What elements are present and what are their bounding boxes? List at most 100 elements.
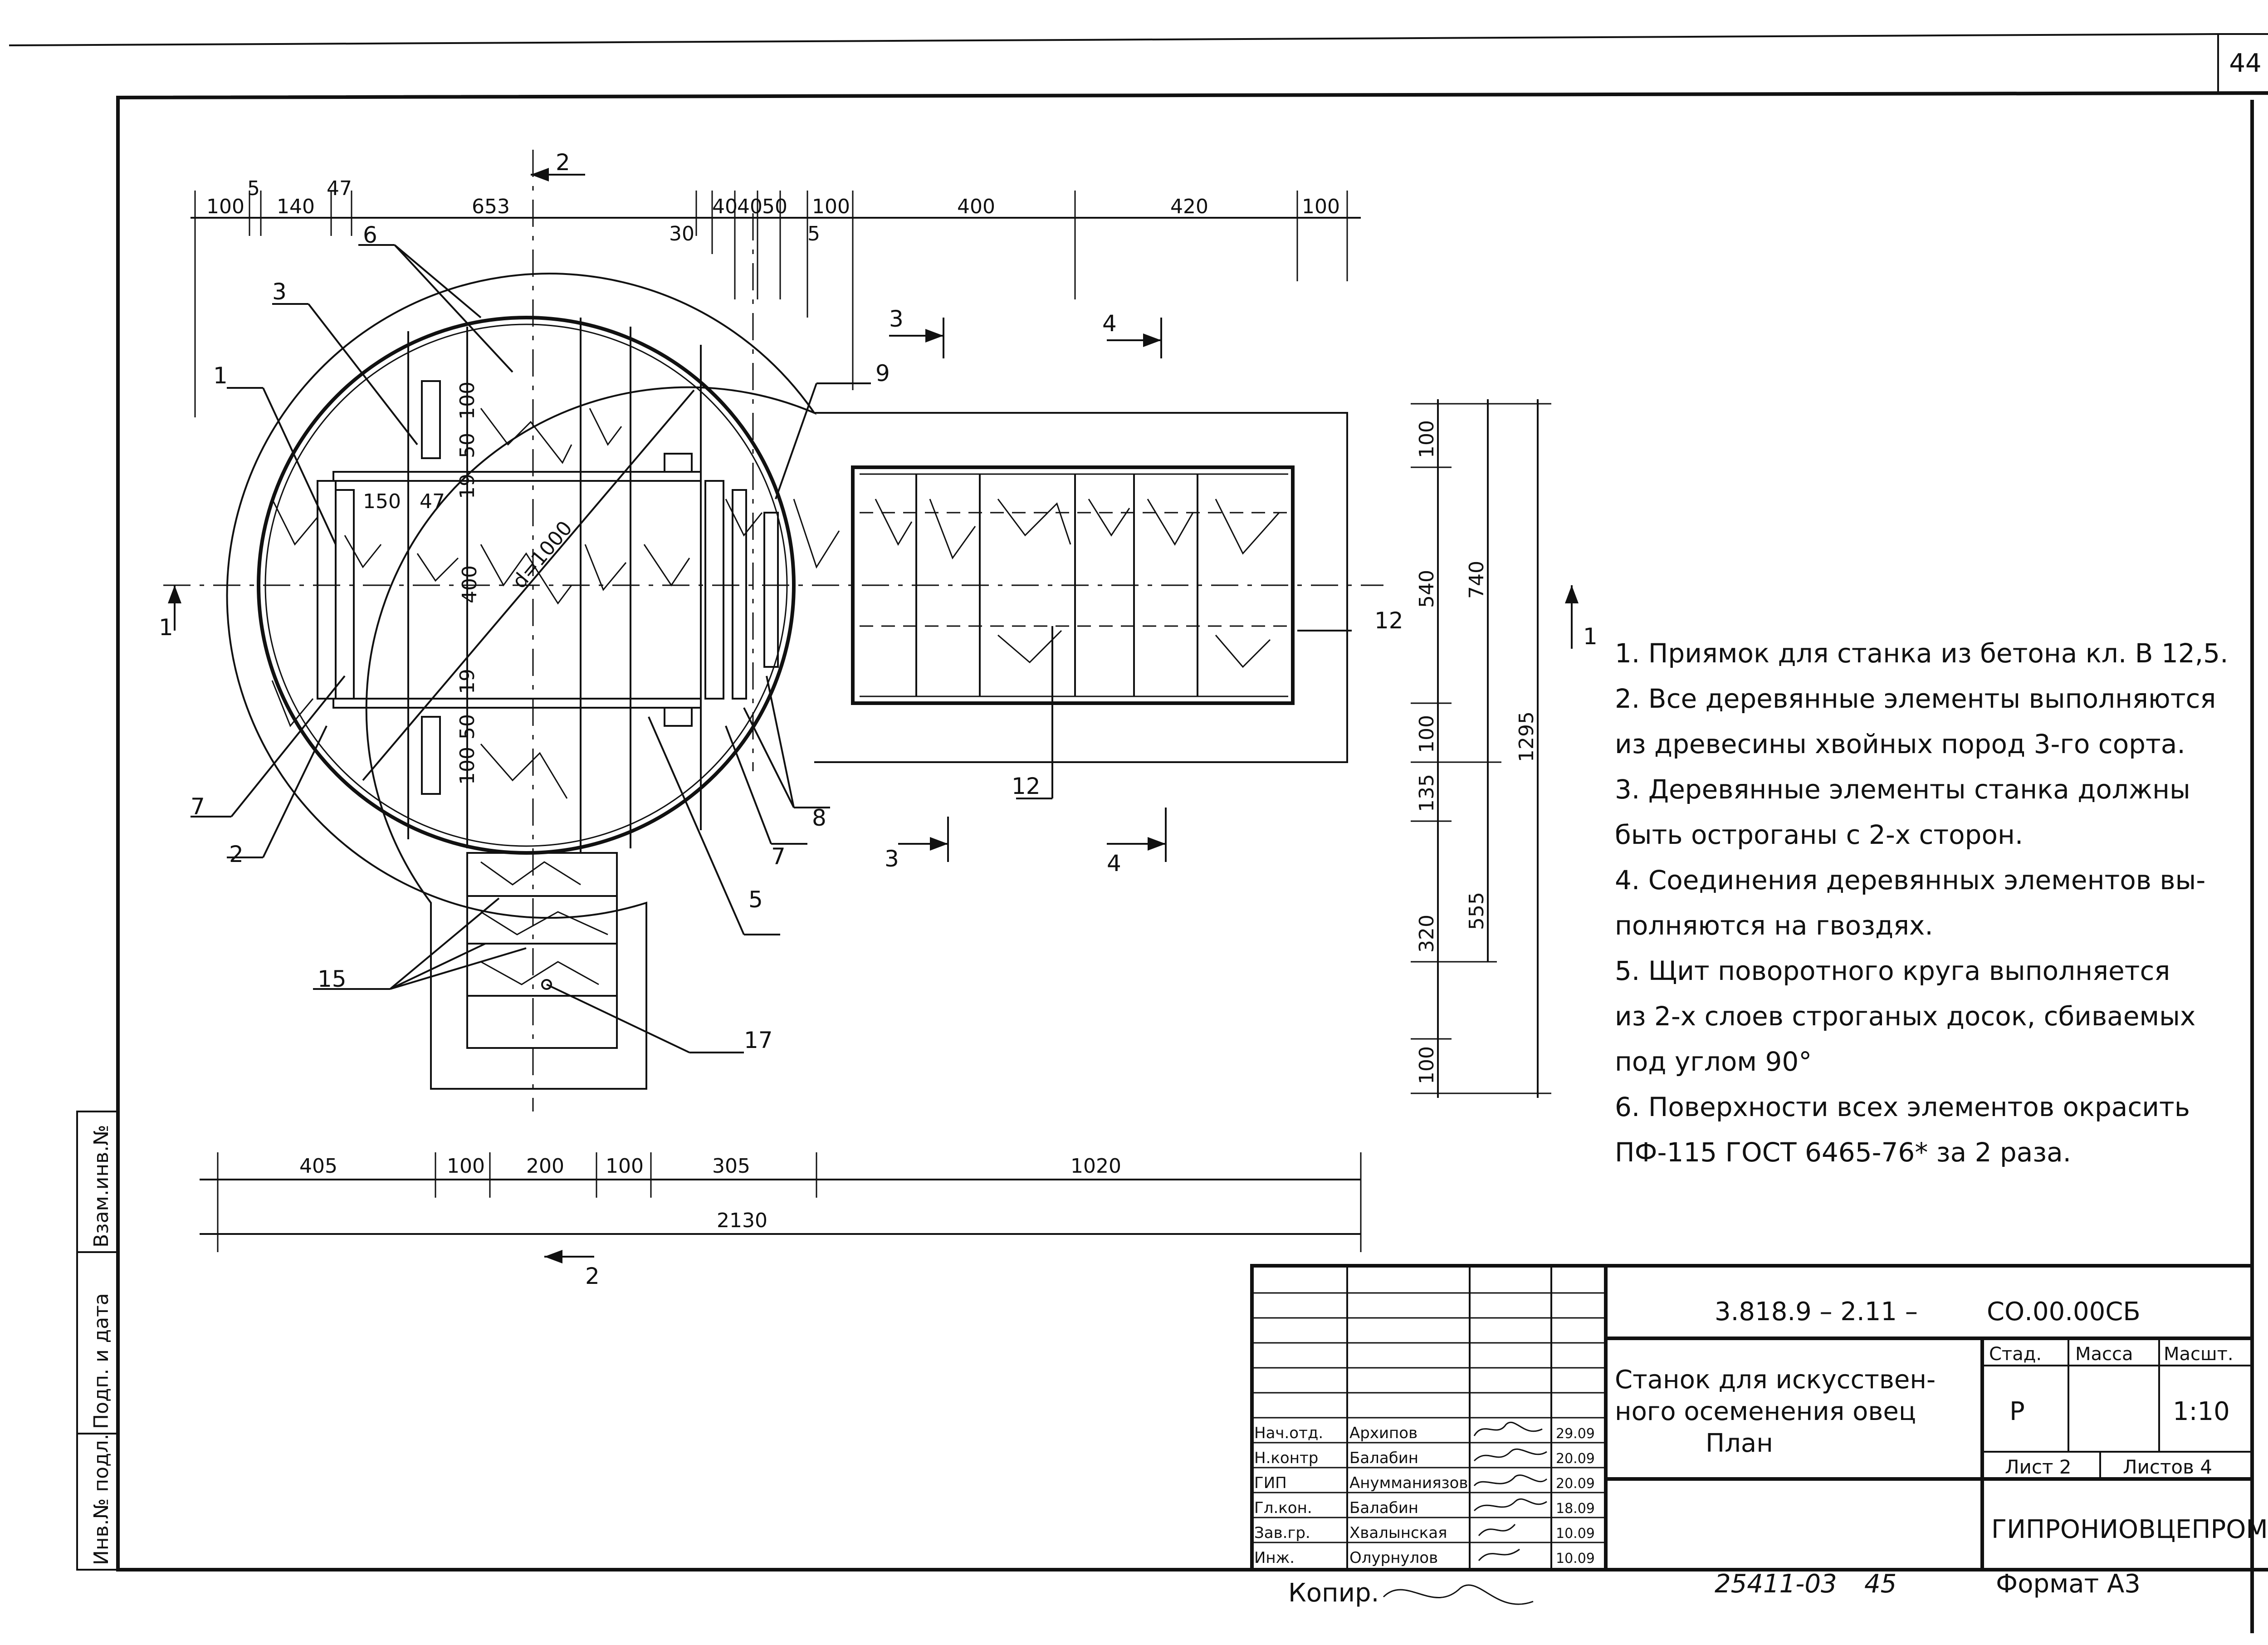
callout-numbers: 1 2 3 5 6 7 7 8 9 12 12 15 17 xyxy=(191,222,1403,1053)
top-dim-100c: 100 xyxy=(1302,195,1340,218)
format-label: Формат А3 xyxy=(1996,1569,2141,1599)
top-dim-40b: 40 xyxy=(737,195,763,218)
stamp-replace-inv: Взам.инв.№ xyxy=(90,1125,113,1248)
callout-7-right: 7 xyxy=(771,843,786,870)
plan-view: d=1000 1 1 2 2 3 3 4 4 xyxy=(159,149,1598,1289)
bottom-dim-100a: 100 xyxy=(447,1155,485,1178)
role-1: Нач.отд. xyxy=(1254,1424,1323,1442)
archive-number: 25411-03 xyxy=(1715,1569,1837,1599)
pit-outline-right-extension xyxy=(814,412,1348,763)
bottom-dim-total: 2130 xyxy=(717,1209,767,1232)
notes: 1. Приямок для станка из бетона кл. В 12… xyxy=(1615,638,2229,1168)
bottom-dim-200: 200 xyxy=(526,1155,564,1178)
section-1-right: 1 xyxy=(1583,623,1598,650)
name-6: Олурнулов xyxy=(1349,1549,1438,1567)
pit-outline-left xyxy=(226,273,817,1090)
copied-label: Копир. xyxy=(1288,1578,1379,1608)
sheet-number: Лист 2 xyxy=(2005,1456,2072,1478)
note-line-2: 2. Все деревянные элементы выполняются xyxy=(1615,683,2216,714)
sheets-total: Листов 4 xyxy=(2123,1456,2212,1478)
callout-5: 5 xyxy=(748,886,763,913)
note-line-10: под углом 90° xyxy=(1615,1046,1812,1077)
top-dim-5b: 5 xyxy=(807,222,820,245)
top-dim-140: 140 xyxy=(277,195,315,218)
drawing-frame xyxy=(116,91,2268,1572)
scale-value: 1:10 xyxy=(2173,1397,2230,1426)
inner-dimensions: 100 50 19 150 47 19 400 50 100 xyxy=(363,382,481,785)
title-line-1: Станок для искусствен- xyxy=(1615,1365,1936,1395)
diameter-label: d=1000 xyxy=(508,517,577,593)
stage-value: Р xyxy=(2009,1397,2025,1426)
title-line-3: План xyxy=(1706,1429,1773,1458)
right-dim-100c: 100 xyxy=(1415,1046,1438,1084)
archive-page: 45 xyxy=(1864,1569,1897,1599)
lower-board-frame xyxy=(466,852,618,1049)
right-dim-100b: 100 xyxy=(1415,715,1438,753)
name-4: Балабин xyxy=(1349,1499,1418,1517)
doc-code: 3.818.9 – 2.11 – xyxy=(1715,1297,1918,1327)
col-mass: Масса xyxy=(2075,1344,2133,1365)
bottom-dim-305: 305 xyxy=(712,1155,750,1178)
lower-boards xyxy=(467,895,617,997)
name-1: Архипов xyxy=(1349,1424,1418,1442)
top-dim-100a: 100 xyxy=(206,195,244,218)
right-dim-555: 555 xyxy=(1465,892,1488,930)
callout-1: 1 xyxy=(213,362,228,389)
note-line-5: быть остроганы с 2-х сторон. xyxy=(1615,819,2023,850)
role-4: Гл.кон. xyxy=(1254,1499,1312,1517)
top-dim-30: 30 xyxy=(669,222,694,245)
inner-dim-50-top: 50 xyxy=(456,433,479,458)
doc-suffix: СО.00.00СБ xyxy=(1987,1297,2141,1327)
section-4-top: 4 xyxy=(1102,310,1117,337)
note-line-7: полняются на гвоздях. xyxy=(1615,910,1933,941)
right-dim-540: 540 xyxy=(1415,570,1438,608)
right-dim-135: 135 xyxy=(1415,774,1438,812)
callout-6: 6 xyxy=(363,222,377,248)
callout-8: 8 xyxy=(812,805,826,831)
callout-leaders xyxy=(191,244,1352,1053)
top-dimension-chain: 100 5 140 47 653 30 40 40 50 100 5 400 4… xyxy=(191,177,1361,417)
date-1: 29.09 xyxy=(1556,1426,1595,1442)
top-dim-100b: 100 xyxy=(812,195,850,218)
top-dim-47: 47 xyxy=(327,177,352,200)
callout-15: 15 xyxy=(318,966,347,992)
inner-dim-47: 47 xyxy=(420,490,445,513)
top-dim-50: 50 xyxy=(762,195,787,218)
inner-dim-150: 150 xyxy=(363,490,401,513)
section-1-left: 1 xyxy=(159,614,173,641)
callout-9: 9 xyxy=(875,360,890,387)
section-markers: 1 1 2 2 3 3 4 4 xyxy=(159,149,1598,1289)
section-4-bottom: 4 xyxy=(1107,850,1121,876)
top-dim-5a: 5 xyxy=(247,177,260,200)
callout-2: 2 xyxy=(229,841,244,867)
inner-dim-19-top: 19 xyxy=(456,474,479,499)
top-dim-400: 400 xyxy=(957,195,995,218)
section-3-bottom: 3 xyxy=(885,846,899,872)
note-line-9: из 2-х слоев строганых досок, сбиваемых xyxy=(1615,1001,2195,1032)
top-dim-653: 653 xyxy=(472,195,510,218)
note-line-1: 1. Приямок для станка из бетона кл. В 12… xyxy=(1615,638,2229,669)
right-dim-1295: 1295 xyxy=(1515,711,1538,762)
diameter-line xyxy=(362,389,695,781)
note-line-12: ПФ-115 ГОСТ 6465-76* за 2 раза. xyxy=(1615,1137,2071,1168)
section-2-top: 2 xyxy=(556,149,570,176)
note-line-3: из древесины хвойных пород 3-го сорта. xyxy=(1615,729,2185,759)
note-line-8: 5. Щит поворотного круга выполняется xyxy=(1615,955,2170,986)
date-4: 18.09 xyxy=(1556,1501,1595,1517)
page-number: 44 xyxy=(2229,49,2261,78)
top-dim-420: 420 xyxy=(1170,195,1208,218)
bottom-dim-1020: 1020 xyxy=(1070,1155,1121,1178)
top-dim-40a: 40 xyxy=(712,195,738,218)
right-dim-100a: 100 xyxy=(1415,420,1438,458)
left-stamp: Инв.№ подл. Подп. и дата Взам.инв.№ xyxy=(76,1111,119,1571)
date-2: 20.09 xyxy=(1556,1451,1595,1467)
inner-dim-100-top: 100 xyxy=(456,382,479,420)
right-dim-320: 320 xyxy=(1415,915,1438,953)
inner-dim-19-bottom: 19 xyxy=(456,669,479,694)
date-5: 10.09 xyxy=(1556,1526,1595,1542)
right-dim-740: 740 xyxy=(1465,561,1488,599)
note-line-6: 4. Соединения деревянных элементов вы- xyxy=(1615,865,2205,896)
right-boards xyxy=(860,473,1288,697)
role-5: Зав.гр. xyxy=(1254,1524,1310,1542)
